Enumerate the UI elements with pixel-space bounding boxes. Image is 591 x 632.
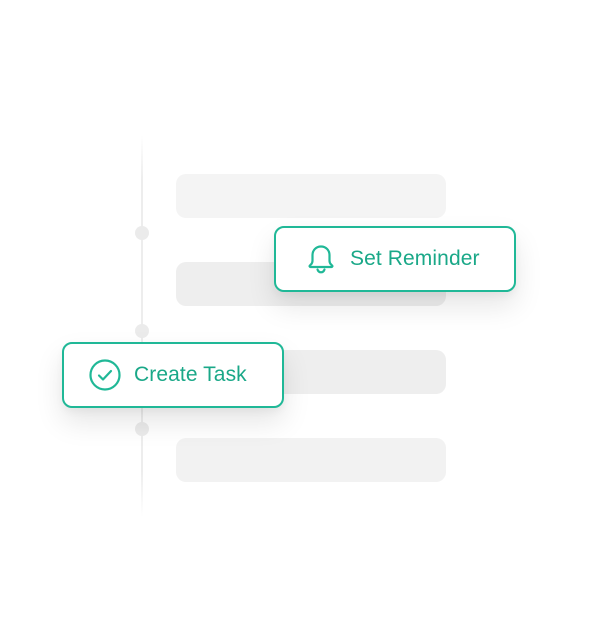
set-reminder-button[interactable]: Set Reminder [274, 226, 516, 292]
create-task-button[interactable]: Create Task [62, 342, 284, 408]
placeholder-row [176, 174, 446, 218]
create-task-label: Create Task [134, 363, 247, 386]
timeline-dot [135, 422, 149, 436]
timeline-dot [135, 226, 149, 240]
set-reminder-label: Set Reminder [350, 247, 480, 270]
check-circle-icon [88, 358, 122, 392]
placeholder-row [176, 438, 446, 482]
timeline-dot [135, 324, 149, 338]
bell-icon [304, 242, 338, 276]
